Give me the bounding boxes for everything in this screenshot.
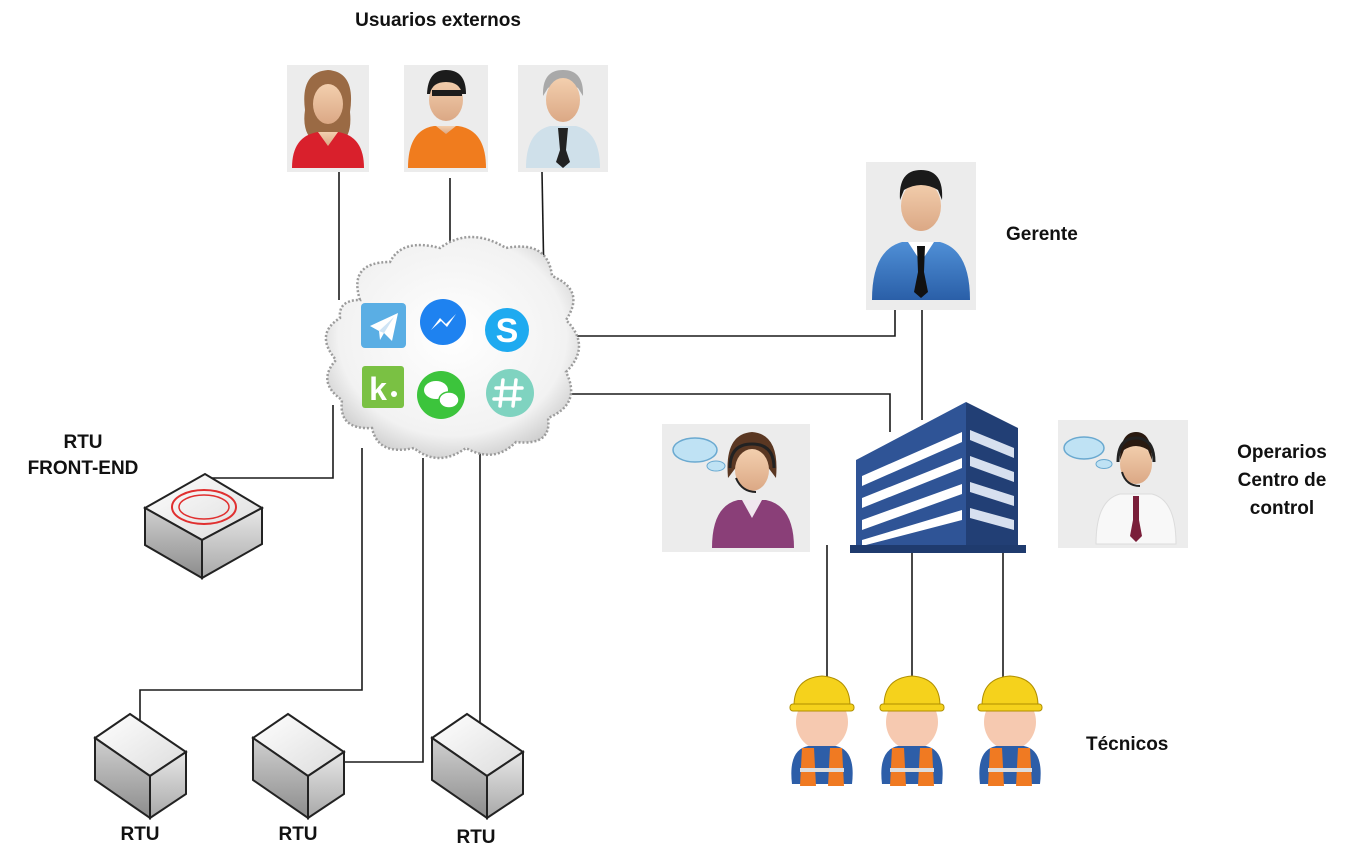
operator-woman-avatar <box>662 424 810 552</box>
messenger-icon <box>420 299 466 345</box>
external-user-cap-avatar <box>404 65 488 172</box>
telegram-icon <box>361 303 406 348</box>
svg-text:S: S <box>496 312 519 350</box>
technician-3-avatar <box>977 675 1043 786</box>
rtu-label-1: RTU <box>120 824 159 845</box>
external-user-tie-avatar <box>518 65 608 172</box>
rtu-front-end-device-icon <box>142 472 265 580</box>
wechat-icon <box>417 371 465 419</box>
operator-man-avatar <box>1058 420 1188 548</box>
technician-1-avatar <box>789 675 855 786</box>
rtu-label-2: RTU <box>278 824 317 845</box>
operators-label-line3: control <box>1250 498 1314 519</box>
rtu-label-3: RTU <box>456 827 495 848</box>
external-users-title: Usuarios externos <box>355 10 521 31</box>
operators-label-line1: Operarios <box>1237 442 1327 463</box>
connection-lines <box>139 171 1004 763</box>
rtu-device-1-icon <box>93 712 188 820</box>
manager-avatar <box>866 162 976 310</box>
rtu-device-2-icon <box>251 712 346 820</box>
svg-text:k: k <box>369 371 387 407</box>
operators-label-line2: Centro de <box>1238 470 1327 491</box>
control-center-building-icon <box>850 402 1026 553</box>
rtu-front-end-label-line1: RTU <box>63 432 102 453</box>
technician-2-avatar <box>879 675 945 786</box>
rtu-front-end-label-line2: FRONT-END <box>28 458 139 479</box>
manager-label: Gerente <box>1006 224 1078 245</box>
messaging-cloud: S k <box>324 235 581 460</box>
technicians-label: Técnicos <box>1086 734 1168 755</box>
skype-icon: S <box>485 308 529 352</box>
external-user-woman-avatar <box>287 65 369 172</box>
slack-hash-icon <box>486 369 534 417</box>
rtu-device-3-icon <box>430 712 525 820</box>
kik-icon: k <box>362 366 404 408</box>
